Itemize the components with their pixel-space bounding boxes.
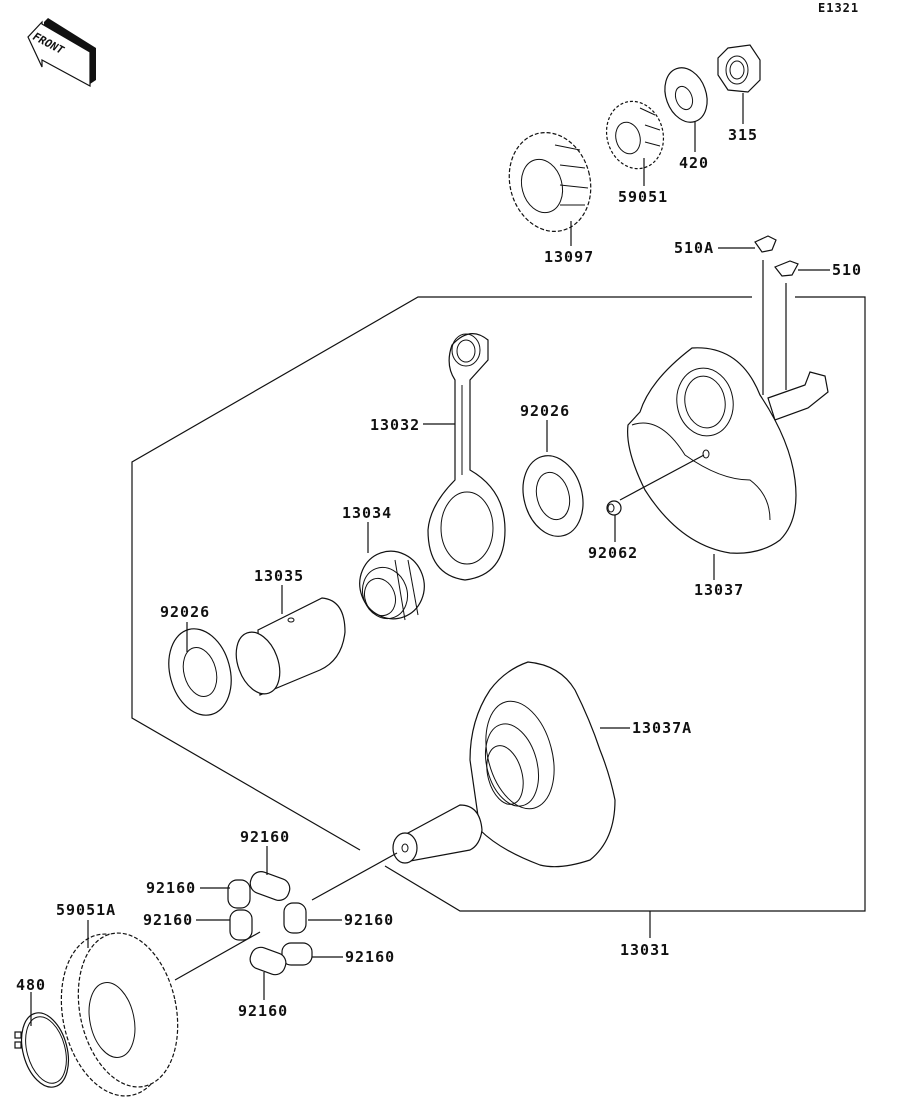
callout-13037: 13037 bbox=[694, 581, 744, 599]
callout-315: 315 bbox=[728, 126, 758, 144]
diagram-code: E1321 bbox=[818, 1, 859, 15]
pin-alignment-line bbox=[619, 454, 705, 501]
damper-rubbers-92160 bbox=[227, 871, 313, 976]
callout-510: 510 bbox=[832, 261, 862, 279]
callout-92160-bottom: 92160 bbox=[238, 1002, 288, 1020]
gear-59051 bbox=[605, 100, 665, 170]
crank-web-13037 bbox=[627, 347, 829, 554]
key-510A bbox=[754, 235, 777, 253]
callout-92160-left: 92160 bbox=[143, 911, 193, 929]
nut-315 bbox=[717, 44, 761, 93]
circlip-480 bbox=[14, 1012, 70, 1088]
needle-bearing-13034 bbox=[359, 550, 425, 621]
callout-59051: 59051 bbox=[618, 188, 668, 206]
key-510 bbox=[774, 260, 799, 277]
callout-420: 420 bbox=[679, 154, 709, 172]
front-arrow-icon: FRONT bbox=[27, 18, 96, 88]
thrust-washer-92026-right bbox=[522, 455, 584, 537]
callout-59051A: 59051A bbox=[56, 901, 116, 919]
assembly-boundary-bottom bbox=[384, 296, 866, 912]
shaft-alignment-line bbox=[311, 852, 398, 901]
callout-13035: 13035 bbox=[254, 567, 304, 585]
callout-92026-left: 92026 bbox=[160, 603, 210, 621]
callout-480: 480 bbox=[16, 976, 46, 994]
callout-13037A: 13037A bbox=[632, 719, 692, 737]
lock-washer-420 bbox=[664, 67, 708, 123]
callout-13034: 13034 bbox=[342, 504, 392, 522]
gear-59051A bbox=[60, 932, 179, 1097]
callout-92160-lower-right: 92160 bbox=[345, 948, 395, 966]
crank-pin-13035 bbox=[235, 597, 346, 696]
callout-92160-upper-left: 92160 bbox=[146, 879, 196, 897]
callout-92026-right: 92026 bbox=[520, 402, 570, 420]
callout-13031: 13031 bbox=[620, 941, 670, 959]
thrust-washer-92026-left bbox=[168, 628, 232, 716]
callout-92062: 92062 bbox=[588, 544, 638, 562]
gear-13097 bbox=[508, 132, 592, 232]
callout-13097: 13097 bbox=[544, 248, 594, 266]
assembly-boundary bbox=[131, 296, 752, 851]
dowel-pin-92062 bbox=[606, 500, 622, 516]
crank-web-13037A bbox=[392, 661, 616, 868]
callout-92160-right: 92160 bbox=[344, 911, 394, 929]
callout-13032: 13032 bbox=[370, 416, 420, 434]
callout-510A: 510A bbox=[674, 239, 714, 257]
callout-92160-top: 92160 bbox=[240, 828, 290, 846]
connecting-rod-13032 bbox=[427, 333, 506, 581]
